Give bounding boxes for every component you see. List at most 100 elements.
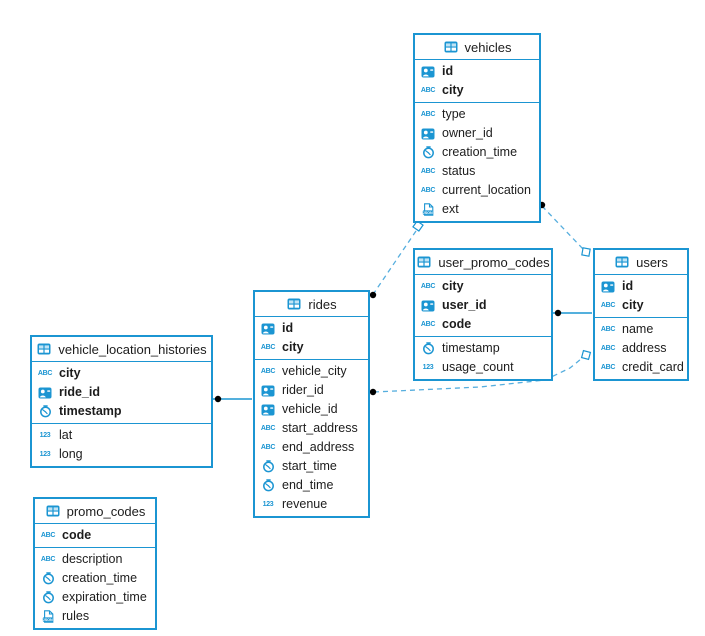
db-table-rides[interactable]: rides id ABC city ABC vehicle_city rider… [253, 290, 370, 518]
time-icon [37, 405, 53, 418]
column-row-creation_time[interactable]: creation_time [35, 569, 155, 588]
table-name: vehicles [464, 39, 512, 55]
table-header[interactable]: users [595, 250, 687, 275]
column-row-city[interactable]: ABC city [415, 277, 551, 296]
columns-section: ABC description creation_time expiration… [35, 548, 155, 628]
column-name: vehicle_city [282, 364, 347, 378]
column-row-long[interactable]: 123 long [32, 445, 211, 464]
column-name: type [442, 107, 466, 121]
column-row-ride_id[interactable]: ride_id [32, 383, 211, 402]
column-row-id[interactable]: id [255, 319, 368, 338]
columns-section: ABC vehicle_city rider_id vehicle_id ABC… [255, 360, 368, 516]
column-name: vehicle_id [282, 402, 338, 416]
text-abc-icon: ABC [40, 556, 56, 563]
number-123-icon: 123 [262, 501, 274, 508]
table-icon [443, 41, 459, 54]
table-header[interactable]: vehicles [415, 35, 539, 60]
key-columns-section: id ABC city [415, 60, 539, 103]
column-name: code [62, 528, 92, 542]
column-row-current_location[interactable]: ABC current_location [415, 181, 539, 200]
column-row-rules[interactable]: JSON rules [35, 607, 155, 626]
column-row-city[interactable]: ABC city [415, 81, 539, 100]
key-columns-section: ABC city user_id ABC code [415, 275, 551, 337]
column-name: status [442, 164, 476, 178]
column-name: timestamp [442, 341, 500, 355]
relation-endpoint-dot [369, 388, 377, 396]
columns-section: timestamp 123 usage_count [415, 337, 551, 379]
column-row-usage_count[interactable]: 123 usage_count [415, 358, 551, 377]
db-table-vehicles[interactable]: vehicles id ABC city ABC type owner_id c… [413, 33, 541, 223]
svg-text:JSON: JSON [422, 211, 432, 215]
column-name: city [59, 366, 81, 380]
table-header[interactable]: rides [255, 292, 368, 317]
column-row-expiration_time[interactable]: expiration_time [35, 588, 155, 607]
column-row-user_id[interactable]: user_id [415, 296, 551, 315]
column-name: city [442, 279, 464, 293]
db-table-user_promo_codes[interactable]: user_promo_codes ABC city user_id ABC co… [413, 248, 553, 381]
json-icon: JSON [40, 610, 56, 623]
column-row-end_time[interactable]: end_time [255, 476, 368, 495]
column-row-ext[interactable]: JSON ext [415, 200, 539, 219]
column-row-description[interactable]: ABC description [35, 550, 155, 569]
column-row-id[interactable]: id [595, 277, 687, 296]
column-row-address[interactable]: ABC address [595, 339, 687, 358]
column-row-creation_time[interactable]: creation_time [415, 143, 539, 162]
text-abc-icon: ABC [40, 532, 56, 539]
table-icon [286, 298, 302, 311]
table-icon [45, 505, 61, 518]
table-header[interactable]: promo_codes [35, 499, 155, 524]
db-table-vehicle_location_histories[interactable]: vehicle_location_histories ABC city ride… [30, 335, 213, 468]
column-row-timestamp[interactable]: timestamp [415, 339, 551, 358]
time-icon [260, 460, 276, 473]
columns-section: ABC name ABC address ABC credit_card [595, 318, 687, 379]
column-name: creation_time [442, 145, 518, 159]
column-row-code[interactable]: ABC code [415, 315, 551, 334]
column-row-start_address[interactable]: ABC start_address [255, 419, 368, 438]
text-abc-icon: ABC [260, 425, 276, 432]
column-name: name [622, 322, 654, 336]
column-name: description [62, 552, 123, 566]
table-name: vehicle_location_histories [58, 341, 207, 357]
column-row-end_address[interactable]: ABC end_address [255, 438, 368, 457]
column-row-id[interactable]: id [415, 62, 539, 81]
column-row-city[interactable]: ABC city [595, 296, 687, 315]
column-row-vehicle_id[interactable]: vehicle_id [255, 400, 368, 419]
column-row-name[interactable]: ABC name [595, 320, 687, 339]
column-row-rider_id[interactable]: rider_id [255, 381, 368, 400]
text-abc-icon: ABC [600, 345, 616, 352]
table-header[interactable]: vehicle_location_histories [32, 337, 211, 362]
db-table-users[interactable]: users id ABC city ABC name ABC address A… [593, 248, 689, 381]
column-row-status[interactable]: ABC status [415, 162, 539, 181]
column-row-lat[interactable]: 123 lat [32, 426, 211, 445]
column-row-type[interactable]: ABC type [415, 105, 539, 124]
column-name: city [442, 83, 464, 97]
column-row-city[interactable]: ABC city [32, 364, 211, 383]
db-table-promo_codes[interactable]: promo_codes ABC code ABC description cre… [33, 497, 157, 630]
text-abc-icon: ABC [420, 321, 436, 328]
column-row-vehicle_city[interactable]: ABC vehicle_city [255, 362, 368, 381]
column-name: id [622, 279, 634, 293]
column-name: id [442, 64, 454, 78]
column-name: credit_card [622, 360, 684, 374]
column-row-city[interactable]: ABC city [255, 338, 368, 357]
user-id-icon [260, 322, 276, 335]
number-123-icon: 123 [39, 451, 51, 458]
text-abc-icon: ABC [600, 302, 616, 309]
column-row-start_time[interactable]: start_time [255, 457, 368, 476]
relation-endpoint-dot [554, 309, 562, 317]
table-name: rides [308, 296, 337, 312]
column-row-owner_id[interactable]: owner_id [415, 124, 539, 143]
column-name: user_id [442, 298, 487, 312]
relation-vehicle_location_histories-rides [213, 395, 252, 403]
relation-user_promo_codes-users [553, 309, 592, 317]
column-row-timestamp[interactable]: timestamp [32, 402, 211, 421]
json-icon: JSON [420, 203, 436, 216]
text-abc-icon: ABC [37, 370, 53, 377]
column-name: ride_id [59, 385, 100, 399]
column-row-revenue[interactable]: 123 revenue [255, 495, 368, 514]
column-row-credit_card[interactable]: ABC credit_card [595, 358, 687, 377]
column-row-code[interactable]: ABC code [35, 526, 155, 545]
table-icon [614, 256, 630, 269]
table-header[interactable]: user_promo_codes [415, 250, 551, 275]
